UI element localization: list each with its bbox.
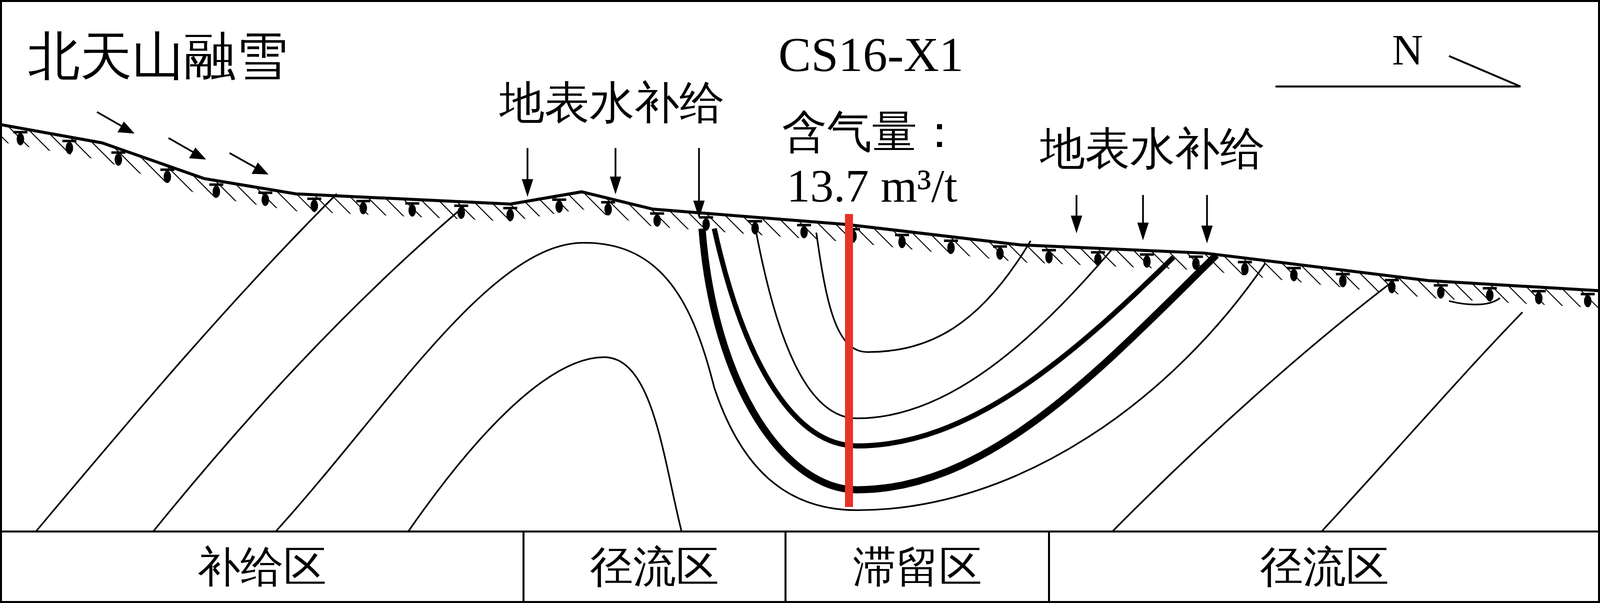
soil-tick (1535, 292, 1543, 304)
soil-tick (115, 153, 122, 166)
soil-tick (555, 200, 563, 213)
north-label: N (1392, 26, 1423, 74)
value-text: 13.7 m³/t (786, 160, 958, 212)
soil-tick (213, 185, 220, 198)
zone-band: 滞留区 (785, 531, 1049, 603)
soil-tick (751, 222, 759, 234)
zone-name: 径流区 (590, 538, 719, 597)
soil-tick (653, 214, 661, 227)
label-text: 地表水补给 (499, 77, 725, 127)
zone-band: 补给区 (0, 531, 524, 603)
soil-tick (604, 203, 612, 216)
soil-tick (1388, 281, 1396, 293)
strata (35, 194, 1522, 532)
soil-tick (17, 133, 24, 145)
soil-tick (1584, 295, 1591, 307)
soil-tick (408, 204, 416, 217)
soil-tick (996, 247, 1004, 260)
soil-tick (1339, 275, 1347, 287)
label-text: 含气量： (782, 106, 962, 156)
zone-strip (0, 531, 1600, 603)
soil-tick (702, 218, 710, 231)
soil-tick (1486, 289, 1494, 302)
well-name: CS16-X1 (778, 28, 964, 82)
soil-tick (360, 202, 367, 214)
soil-tick (1045, 251, 1053, 263)
soil-tick (1241, 263, 1249, 275)
soil-tick (1437, 286, 1445, 299)
soil-tick (1290, 269, 1298, 281)
soil-tick (1094, 253, 1102, 266)
soil-tick (800, 226, 808, 238)
label-text: 地表水补给 (1040, 123, 1265, 173)
soil-tick (262, 194, 269, 206)
zone-band: 径流区 (523, 531, 786, 603)
soil-tick (457, 206, 465, 219)
soil-tick (66, 142, 73, 154)
label-text: 北天山融雪 (28, 27, 288, 85)
zone-name: 补给区 (197, 538, 327, 597)
well-cs16-x1 (845, 214, 853, 507)
zone-name: 滞留区 (853, 538, 982, 597)
soil-tick (311, 200, 318, 212)
soil-tick (898, 236, 906, 248)
soil-tick (1192, 257, 1200, 270)
soil-tick (1143, 255, 1151, 268)
soil-tick (506, 209, 514, 221)
zone-name: 径流区 (1260, 538, 1389, 597)
soil-tick (947, 241, 955, 254)
zone-band: 径流区 (1049, 531, 1600, 603)
soil-tick (164, 170, 171, 183)
